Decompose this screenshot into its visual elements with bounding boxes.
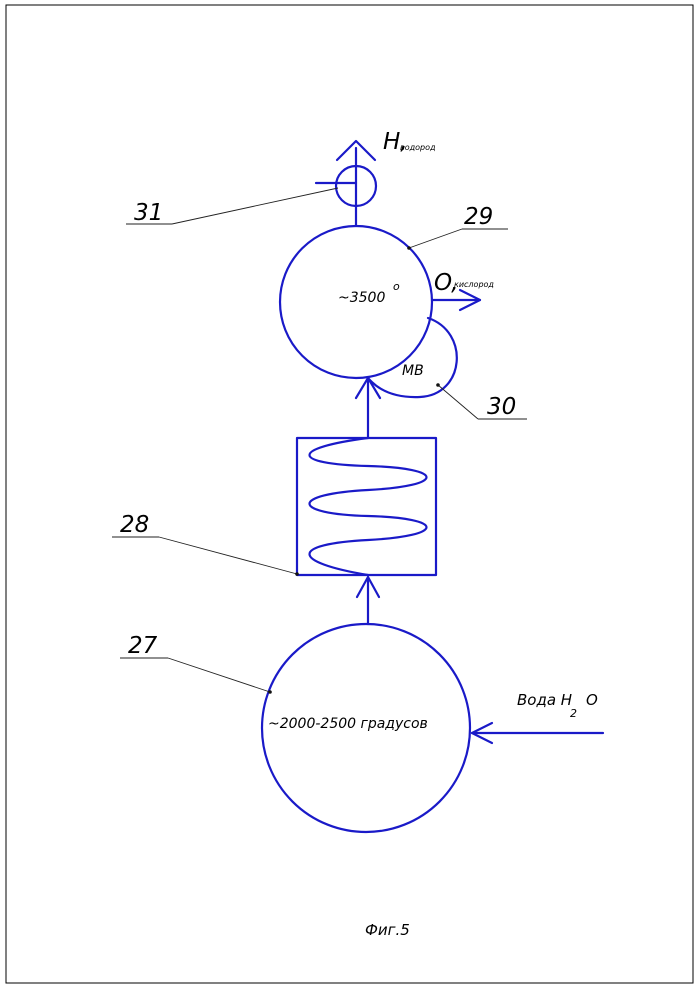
ref-29-label: 29 [464, 204, 493, 230]
ref-31-label: 31 [134, 200, 163, 226]
heat-exchanger-coil [310, 438, 427, 575]
ref-27-label: 27 [128, 633, 158, 659]
water-input-suffix: O [586, 691, 598, 709]
hydrogen-separator [316, 141, 376, 226]
ref-29-dot [407, 246, 411, 250]
reactor-29-degree: o [393, 280, 400, 293]
ref-28-dot [295, 572, 299, 576]
reactor-29-temperature: ~3500 [338, 290, 385, 306]
ref-30-dot [436, 383, 440, 387]
ref-30-leader [438, 385, 478, 419]
microwave-label: МВ [402, 363, 424, 379]
oxygen-name: кислород [454, 280, 494, 289]
ref-31-leader [172, 188, 338, 224]
water-input-subscript: 2 [570, 707, 577, 720]
page-frame [6, 5, 693, 983]
ref-27-leader [168, 658, 270, 692]
microwave-arc [368, 318, 457, 397]
water-input-prefix: Вода H [517, 691, 572, 709]
hydrogen-name: водород [400, 143, 436, 152]
ref-30-label: 30 [487, 394, 516, 420]
heat-exchanger-28-box [297, 438, 436, 575]
ref-29-leader [409, 229, 462, 248]
ref-27-dot [268, 690, 272, 694]
ref-28-leader [159, 537, 297, 574]
ref-28-label: 28 [120, 512, 149, 538]
figure-caption: Фиг.5 [365, 921, 410, 939]
reactor-27-temperature: ~2000-2500 градусов [268, 716, 428, 732]
